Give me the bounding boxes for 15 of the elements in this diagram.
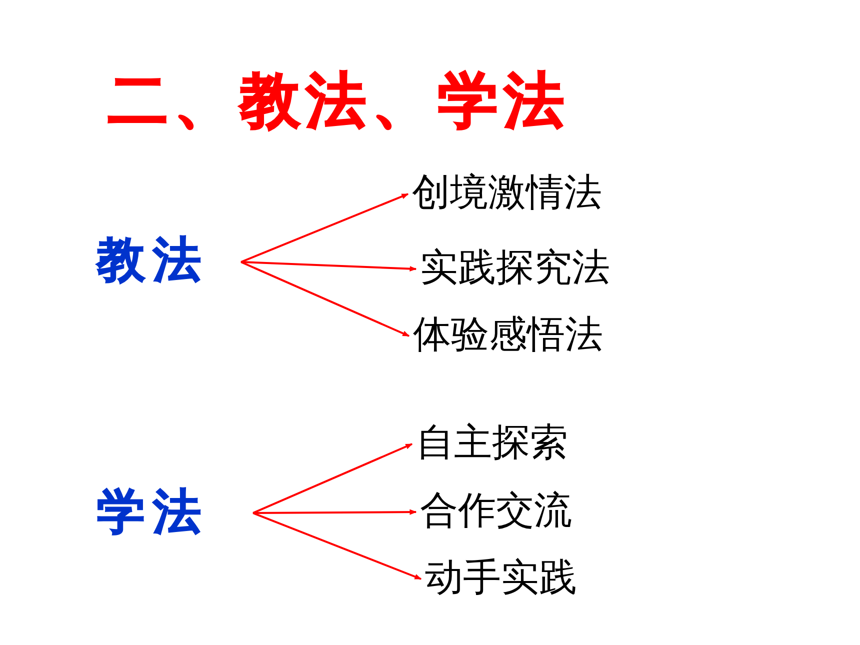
title: 二、教法、学法 xyxy=(108,68,570,134)
arrow xyxy=(240,261,417,272)
arrow xyxy=(240,261,410,337)
method-label: 实践探究法 xyxy=(420,247,610,289)
arrow xyxy=(252,443,413,514)
arrow xyxy=(252,512,422,580)
method-label: 体验感悟法 xyxy=(413,314,603,356)
method-label: 创境激情法 xyxy=(412,172,602,214)
category-label: 学法 xyxy=(97,486,209,539)
method-label: 合作交流 xyxy=(420,490,572,532)
arrow xyxy=(253,509,417,515)
method-label: 自主探索 xyxy=(416,422,568,464)
category-label: 教法 xyxy=(97,234,209,287)
arrow xyxy=(240,193,409,263)
method-label: 动手实践 xyxy=(425,557,577,599)
